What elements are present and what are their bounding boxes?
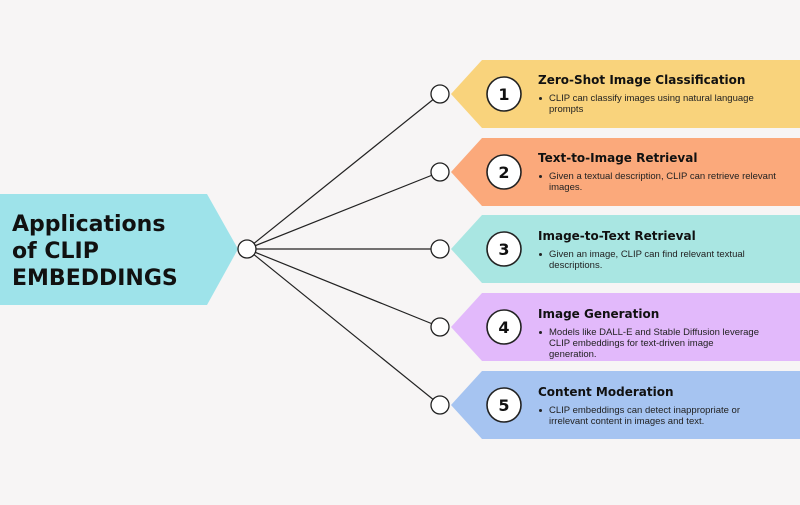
card-4-badge (486, 309, 522, 345)
card-5-node (430, 395, 450, 415)
card-1-text: Zero-Shot Image Classification CLIP can … (538, 72, 793, 115)
card-2-text: Text-to-Image Retrieval Given a textual … (538, 150, 793, 193)
card-4-text: Image Generation Models like DALL-E and … (538, 306, 793, 360)
card-2-number: 2 (498, 163, 509, 182)
connector-line-1 (246, 93, 441, 250)
card-3-text: Image-to-Text Retrieval Given an image, … (538, 228, 793, 271)
card-2-shape (451, 138, 800, 206)
card-description: Given a textual description, CLIP can re… (538, 171, 779, 193)
card-title: Image-to-Text Retrieval (538, 229, 696, 243)
card-2-badge (486, 154, 522, 190)
card-description: CLIP embeddings can detect inappropriate… (538, 405, 759, 427)
connector-line-5 (246, 248, 441, 406)
card-2-node (430, 162, 450, 182)
title-box-shape (0, 194, 238, 305)
card-1-shape (451, 60, 800, 128)
card-1-badge (486, 76, 522, 112)
connector-line-2 (246, 171, 441, 250)
card-title: Image Generation (538, 307, 660, 321)
card-3-number: 3 (498, 240, 509, 259)
hub-node (237, 239, 257, 259)
connectors (246, 93, 441, 406)
card-4-number: 4 (498, 318, 509, 337)
card-description: Given an image, CLIP can find relevant t… (538, 249, 779, 271)
card-3-node (430, 239, 450, 259)
card-3-badge (486, 231, 522, 267)
card-title: Zero-Shot Image Classification (538, 73, 746, 87)
card-1-number: 1 (498, 85, 509, 104)
card-title: Content Moderation (538, 385, 674, 399)
card-5-badge (486, 387, 522, 423)
card-3-shape (451, 215, 800, 283)
card-title: Text-to-Image Retrieval (538, 151, 698, 165)
main-title: Applications of CLIP EMBEDDINGS (12, 212, 178, 291)
card-5-shape (451, 371, 800, 439)
card-5-text: Content Moderation CLIP embeddings can d… (538, 384, 793, 427)
card-4-node (430, 317, 450, 337)
card-1-node (430, 84, 450, 104)
connector-line-4 (246, 248, 441, 328)
card-5-number: 5 (498, 396, 509, 415)
card-description: Models like DALL-E and Stable Diffusion … (538, 327, 759, 360)
card-description: CLIP can classify images using natural l… (538, 93, 779, 115)
cards: 1 2 3 4 5 (430, 60, 800, 439)
card-4-shape (451, 293, 800, 361)
